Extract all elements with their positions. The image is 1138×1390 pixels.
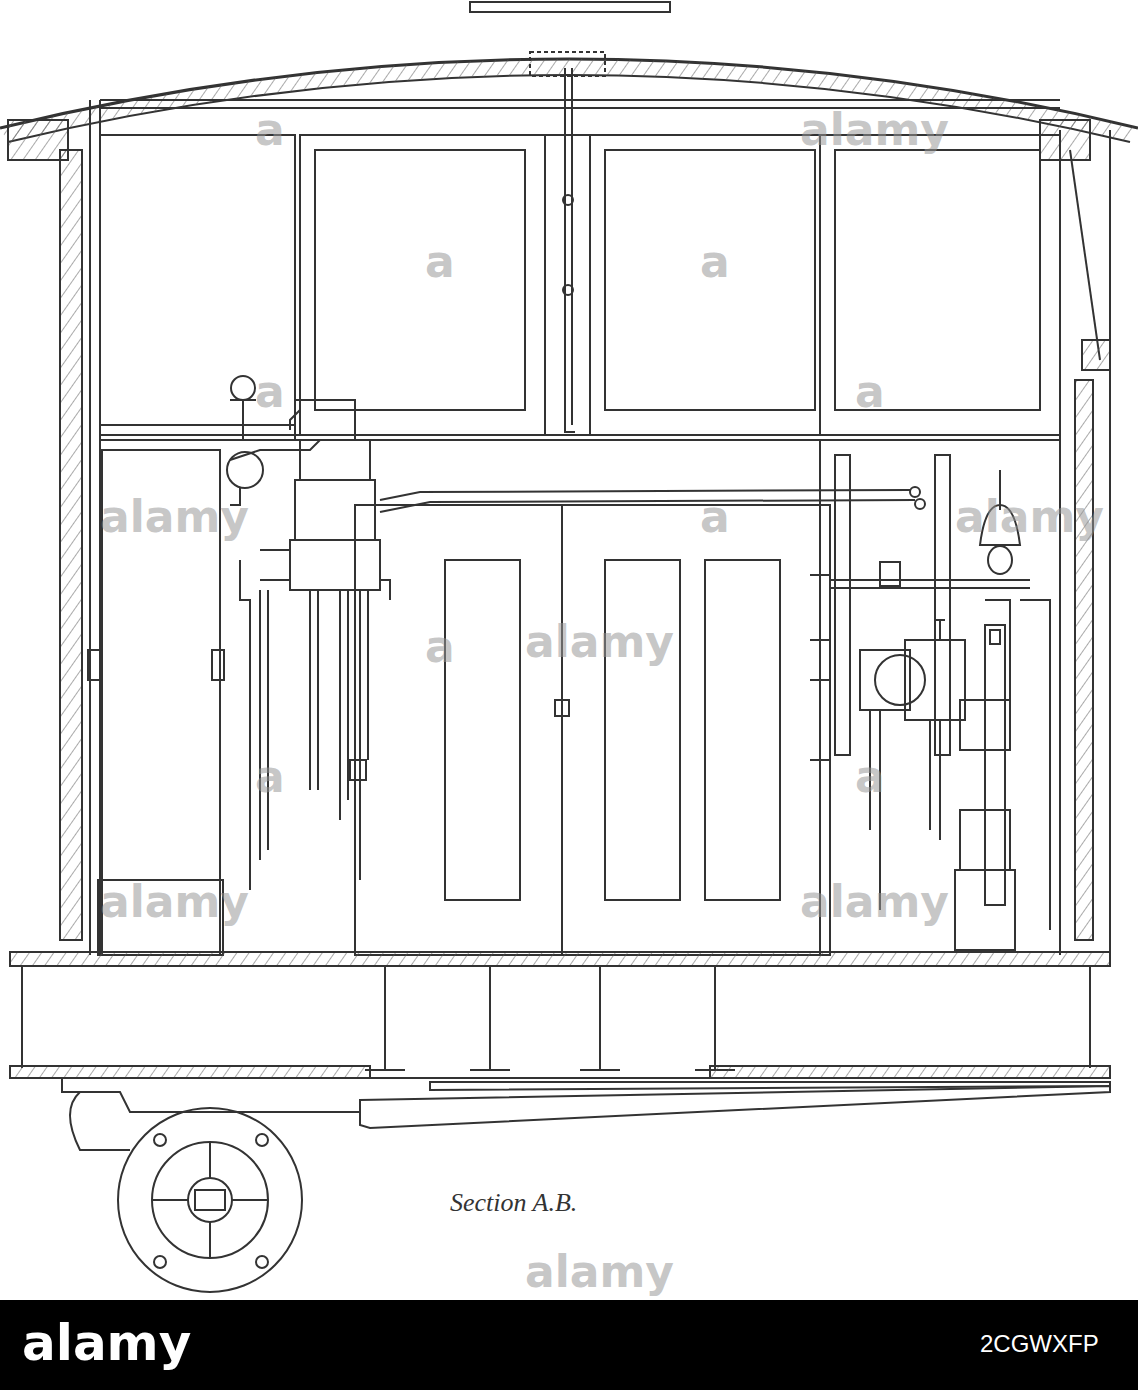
watermark: a (855, 755, 885, 799)
watermark: a (425, 240, 455, 284)
watermark: alamy (525, 1250, 674, 1294)
watermark: alamy (800, 880, 949, 924)
section-caption: Section A.B. (450, 1190, 577, 1216)
watermark: a (700, 495, 730, 539)
watermark: alamy (955, 495, 1104, 539)
watermark: a (700, 240, 730, 284)
watermark: a (255, 108, 285, 152)
watermark: alamy (800, 108, 949, 152)
watermark: alamy (100, 880, 249, 924)
watermark: a (425, 625, 455, 669)
watermark: alamy (100, 495, 249, 539)
logo-text: alamy (22, 1318, 191, 1368)
image-id: 2CGWXFP (980, 1332, 1099, 1356)
watermark: a (255, 370, 285, 414)
watermark: a (255, 755, 285, 799)
watermark: a (855, 370, 885, 414)
watermark: alamy (525, 620, 674, 664)
